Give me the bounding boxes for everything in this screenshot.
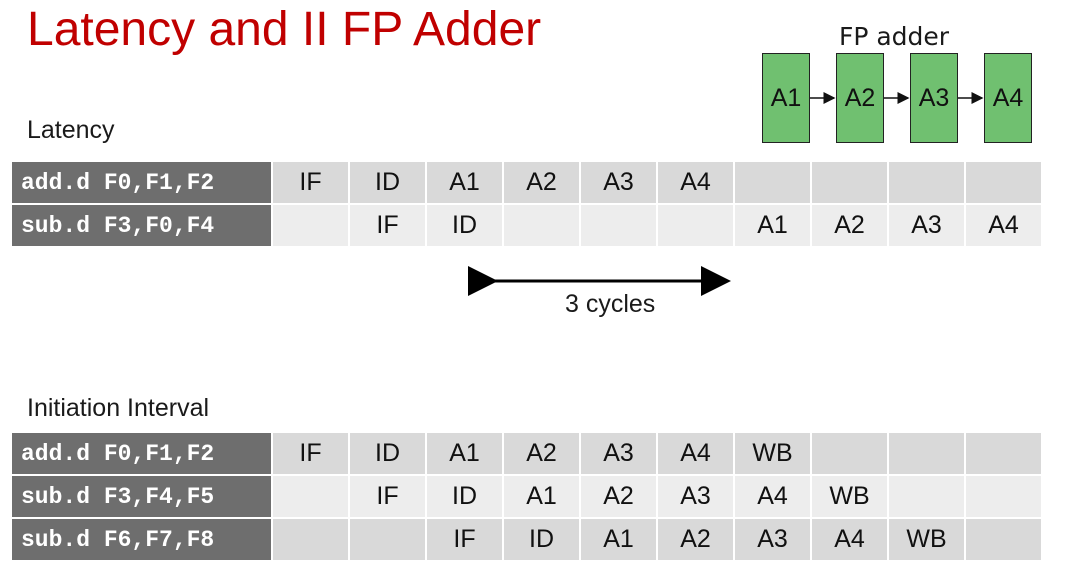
fp-adder-label: FP adder (838, 22, 950, 51)
pipeline-cell: A1 (735, 205, 810, 246)
three-cycles-label: 3 cycles (565, 290, 656, 318)
initiation-interval-label: Initiation Interval (27, 394, 210, 422)
pipeline-cell (812, 433, 887, 474)
pipeline-cell: WB (889, 519, 964, 560)
pipeline-cell: A1 (427, 433, 502, 474)
pipeline-cell: A2 (812, 205, 887, 246)
pipeline-cell: IF (427, 519, 502, 560)
adder-stage-a4: A4 (984, 53, 1032, 143)
instruction-label: sub.d F3,F0,F4 (12, 205, 271, 246)
pipeline-cell: ID (350, 162, 425, 203)
pipeline-cell (966, 162, 1041, 203)
pipeline-cell (812, 162, 887, 203)
adder-stage-a2: A2 (836, 53, 884, 143)
pipeline-cell (581, 205, 656, 246)
page-title: Latency and II FP Adder (27, 3, 542, 56)
pipeline-cell (889, 433, 964, 474)
pipeline-cell: A3 (735, 519, 810, 560)
pipeline-cell: A2 (504, 162, 579, 203)
pipeline-cell: A3 (581, 433, 656, 474)
pipeline-cell (966, 476, 1041, 517)
pipeline-cell: A1 (427, 162, 502, 203)
pipeline-cell: A2 (504, 433, 579, 474)
adder-stage-a1: A1 (762, 53, 810, 143)
pipeline-cell: IF (350, 205, 425, 246)
pipeline-cell (658, 205, 733, 246)
latency-label: Latency (27, 116, 115, 144)
pipeline-cell (350, 519, 425, 560)
pipeline-cell (273, 205, 348, 246)
adder-stage-a3: A3 (910, 53, 958, 143)
instruction-label: sub.d F6,F7,F8 (12, 519, 271, 560)
instruction-label: add.d F0,F1,F2 (12, 162, 271, 203)
pipeline-cell: A1 (581, 519, 656, 560)
pipeline-cell: ID (350, 433, 425, 474)
pipeline-cell: IF (273, 433, 348, 474)
pipeline-cell (889, 162, 964, 203)
pipeline-cell (966, 519, 1041, 560)
pipeline-cell (504, 205, 579, 246)
pipeline-cell: A2 (658, 519, 733, 560)
pipeline-cell: ID (504, 519, 579, 560)
pipeline-cell: A4 (658, 433, 733, 474)
pipeline-cell: ID (427, 205, 502, 246)
pipeline-cell: WB (735, 433, 810, 474)
pipeline-cell: A3 (658, 476, 733, 517)
pipeline-cell: IF (350, 476, 425, 517)
pipeline-cell: A4 (966, 205, 1041, 246)
pipeline-cell: A1 (504, 476, 579, 517)
pipeline-cell: A4 (735, 476, 810, 517)
pipeline-cell: WB (812, 476, 887, 517)
pipeline-cell (273, 519, 348, 560)
pipeline-cell: A3 (889, 205, 964, 246)
pipeline-cell (966, 433, 1041, 474)
pipeline-cell: IF (273, 162, 348, 203)
instruction-label: add.d F0,F1,F2 (12, 433, 271, 474)
pipeline-cell: A4 (658, 162, 733, 203)
pipeline-cell: ID (427, 476, 502, 517)
pipeline-cell: A3 (581, 162, 656, 203)
pipeline-cell (273, 476, 348, 517)
pipeline-cell: A4 (812, 519, 887, 560)
pipeline-cell (889, 476, 964, 517)
instruction-label: sub.d F3,F4,F5 (12, 476, 271, 517)
pipeline-cell (735, 162, 810, 203)
pipeline-cell: A2 (581, 476, 656, 517)
